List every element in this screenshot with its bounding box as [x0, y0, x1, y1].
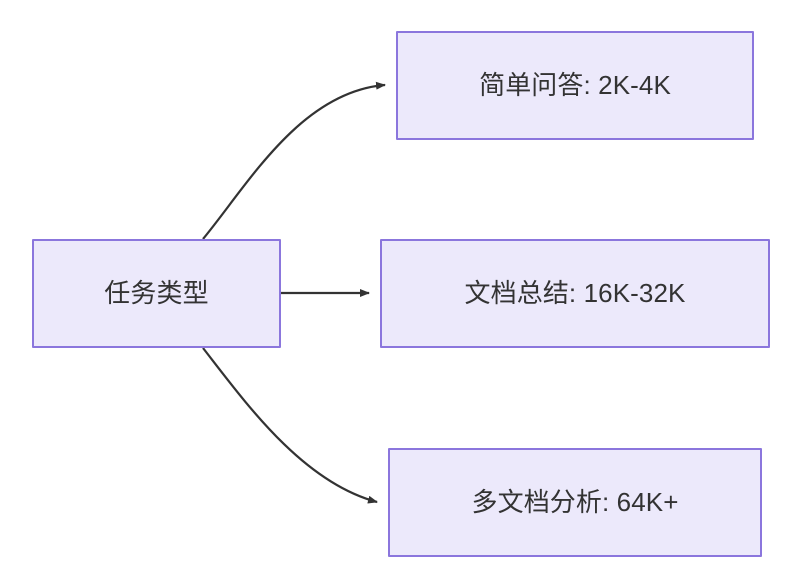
node-task-type[interactable]: 任务类型: [32, 239, 281, 348]
node-simple-qa[interactable]: 简单问答: 2K-4K: [396, 31, 754, 140]
node-multi-document-analysis[interactable]: 多文档分析: 64K+: [388, 448, 762, 557]
node-document-summary[interactable]: 文档总结: 16K-32K: [380, 239, 770, 348]
node-label: 任务类型: [104, 277, 209, 308]
node-label: 文档总结: 16K-32K: [464, 277, 686, 308]
node-label: 多文档分析: 64K+: [471, 486, 679, 517]
node-label: 简单问答: 2K-4K: [479, 69, 671, 100]
edge-root-to-multi: [202, 347, 378, 504]
edge-root-to-simple: [202, 81, 386, 240]
